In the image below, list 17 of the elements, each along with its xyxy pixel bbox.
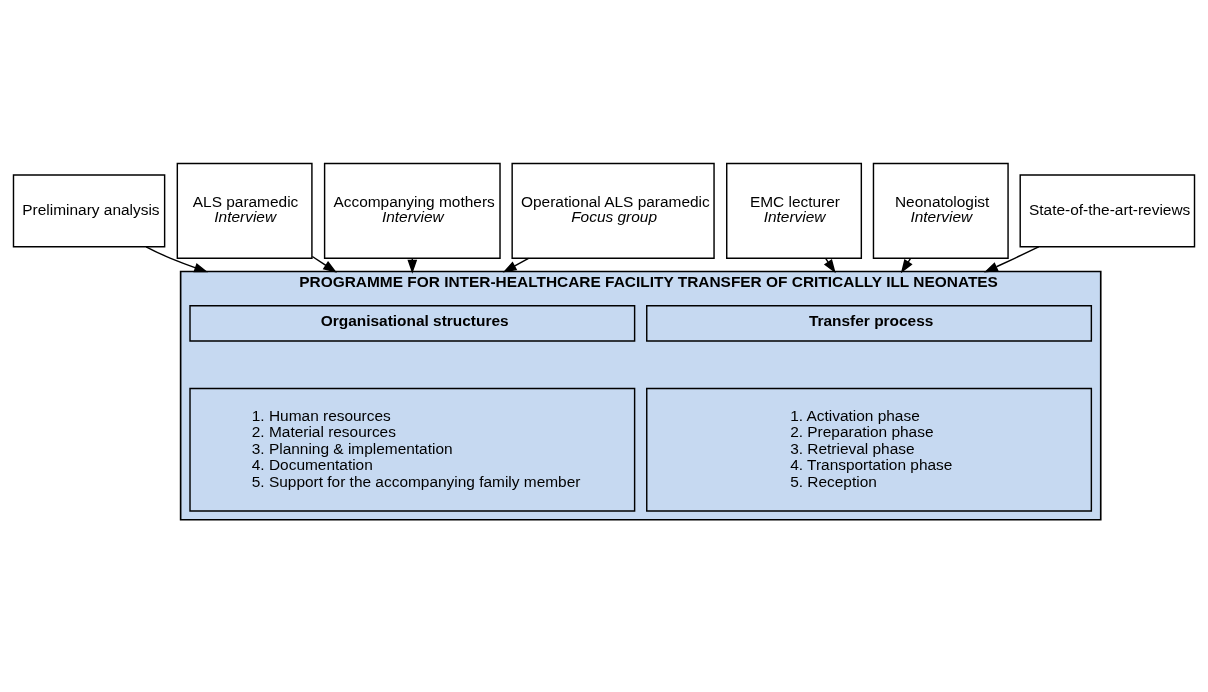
node-box: EMC lecturer Interview (726, 162, 863, 259)
arrow (823, 257, 836, 274)
node-box: Preliminary analysis (12, 174, 166, 248)
arrow (900, 257, 913, 274)
node-box: Organisational structures (189, 305, 636, 342)
node-box: 1. Human resources 2. Material resources 3. Planning & implementation 4. Documentation 5. Support for the accompanying family member (189, 387, 636, 512)
arrow (983, 246, 1040, 273)
node-box: State-of-the-art-reviews (1019, 174, 1196, 248)
node-box: 1. Activation phase 2. Preparation phase 3. Retrieval phase 4. Transportation phase 5. Reception (646, 387, 1093, 512)
arrow (311, 255, 337, 273)
node-box: Neonatologist Interview (872, 162, 1009, 259)
node-box: Operational ALS paramedic Focus group (511, 162, 715, 259)
arrow (145, 246, 209, 273)
node-box: Accompanying mothers Interview (323, 162, 501, 259)
node-box: Transfer process (646, 305, 1093, 342)
node-box: ALS paramedic Interview (176, 162, 313, 259)
arrow (502, 257, 530, 273)
